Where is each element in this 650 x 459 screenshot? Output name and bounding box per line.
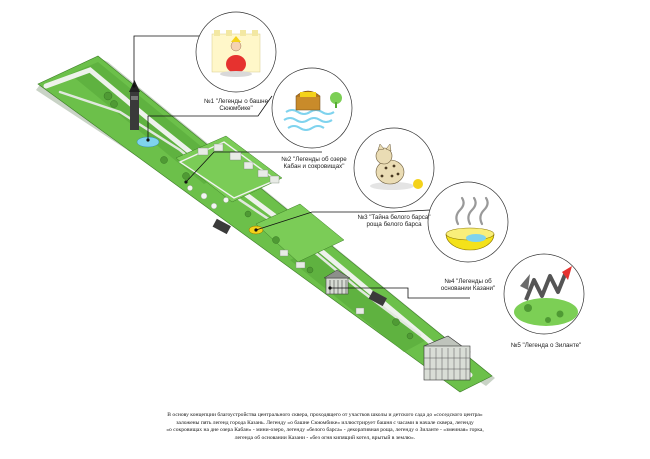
tower-princess-icon — [211, 30, 261, 77]
gazebo — [323, 269, 351, 295]
caption-line-3: «о сокровищах на дне озера Кабан» - мини… — [166, 427, 484, 434]
legend-circle-1 — [195, 11, 277, 93]
caption-line-2: заложены пять легенд города Казань. Леге… — [176, 419, 474, 426]
legend-label-4: №4 "Легенды об основании Казани" — [440, 278, 496, 292]
legend-label-5: №5 "Легенда о Зиланте" — [510, 342, 582, 349]
legend-circle-4 — [427, 181, 509, 263]
dragon-zilant-icon — [514, 266, 578, 326]
treasure-chest-lake-icon — [283, 90, 342, 131]
legend-label-1: №1 "Легенды о башне Сююмбике" — [203, 98, 269, 112]
leader-lines — [133, 35, 470, 299]
legend-label-2: №2 "Легенды об озере Кабан и сокровищах" — [281, 156, 347, 170]
caption-line-1: В основу концепции благоустройства центр… — [167, 412, 483, 418]
concept-caption: В основу концепции благоустройства центр… — [40, 412, 610, 442]
legend-label-3: №3 "Тайна белого барса" роща белого барс… — [357, 214, 431, 228]
park-strip — [36, 55, 495, 393]
golden-cauldron-icon — [445, 196, 495, 251]
legend-circle-2 — [271, 67, 353, 149]
caption-line-4: легенда об основании Казани - «без огня … — [234, 434, 416, 441]
snow-leopard-icon — [370, 143, 423, 190]
legend-circle-3 — [353, 127, 435, 209]
community-centre-building — [423, 335, 471, 381]
legend-circle-5 — [503, 253, 585, 335]
